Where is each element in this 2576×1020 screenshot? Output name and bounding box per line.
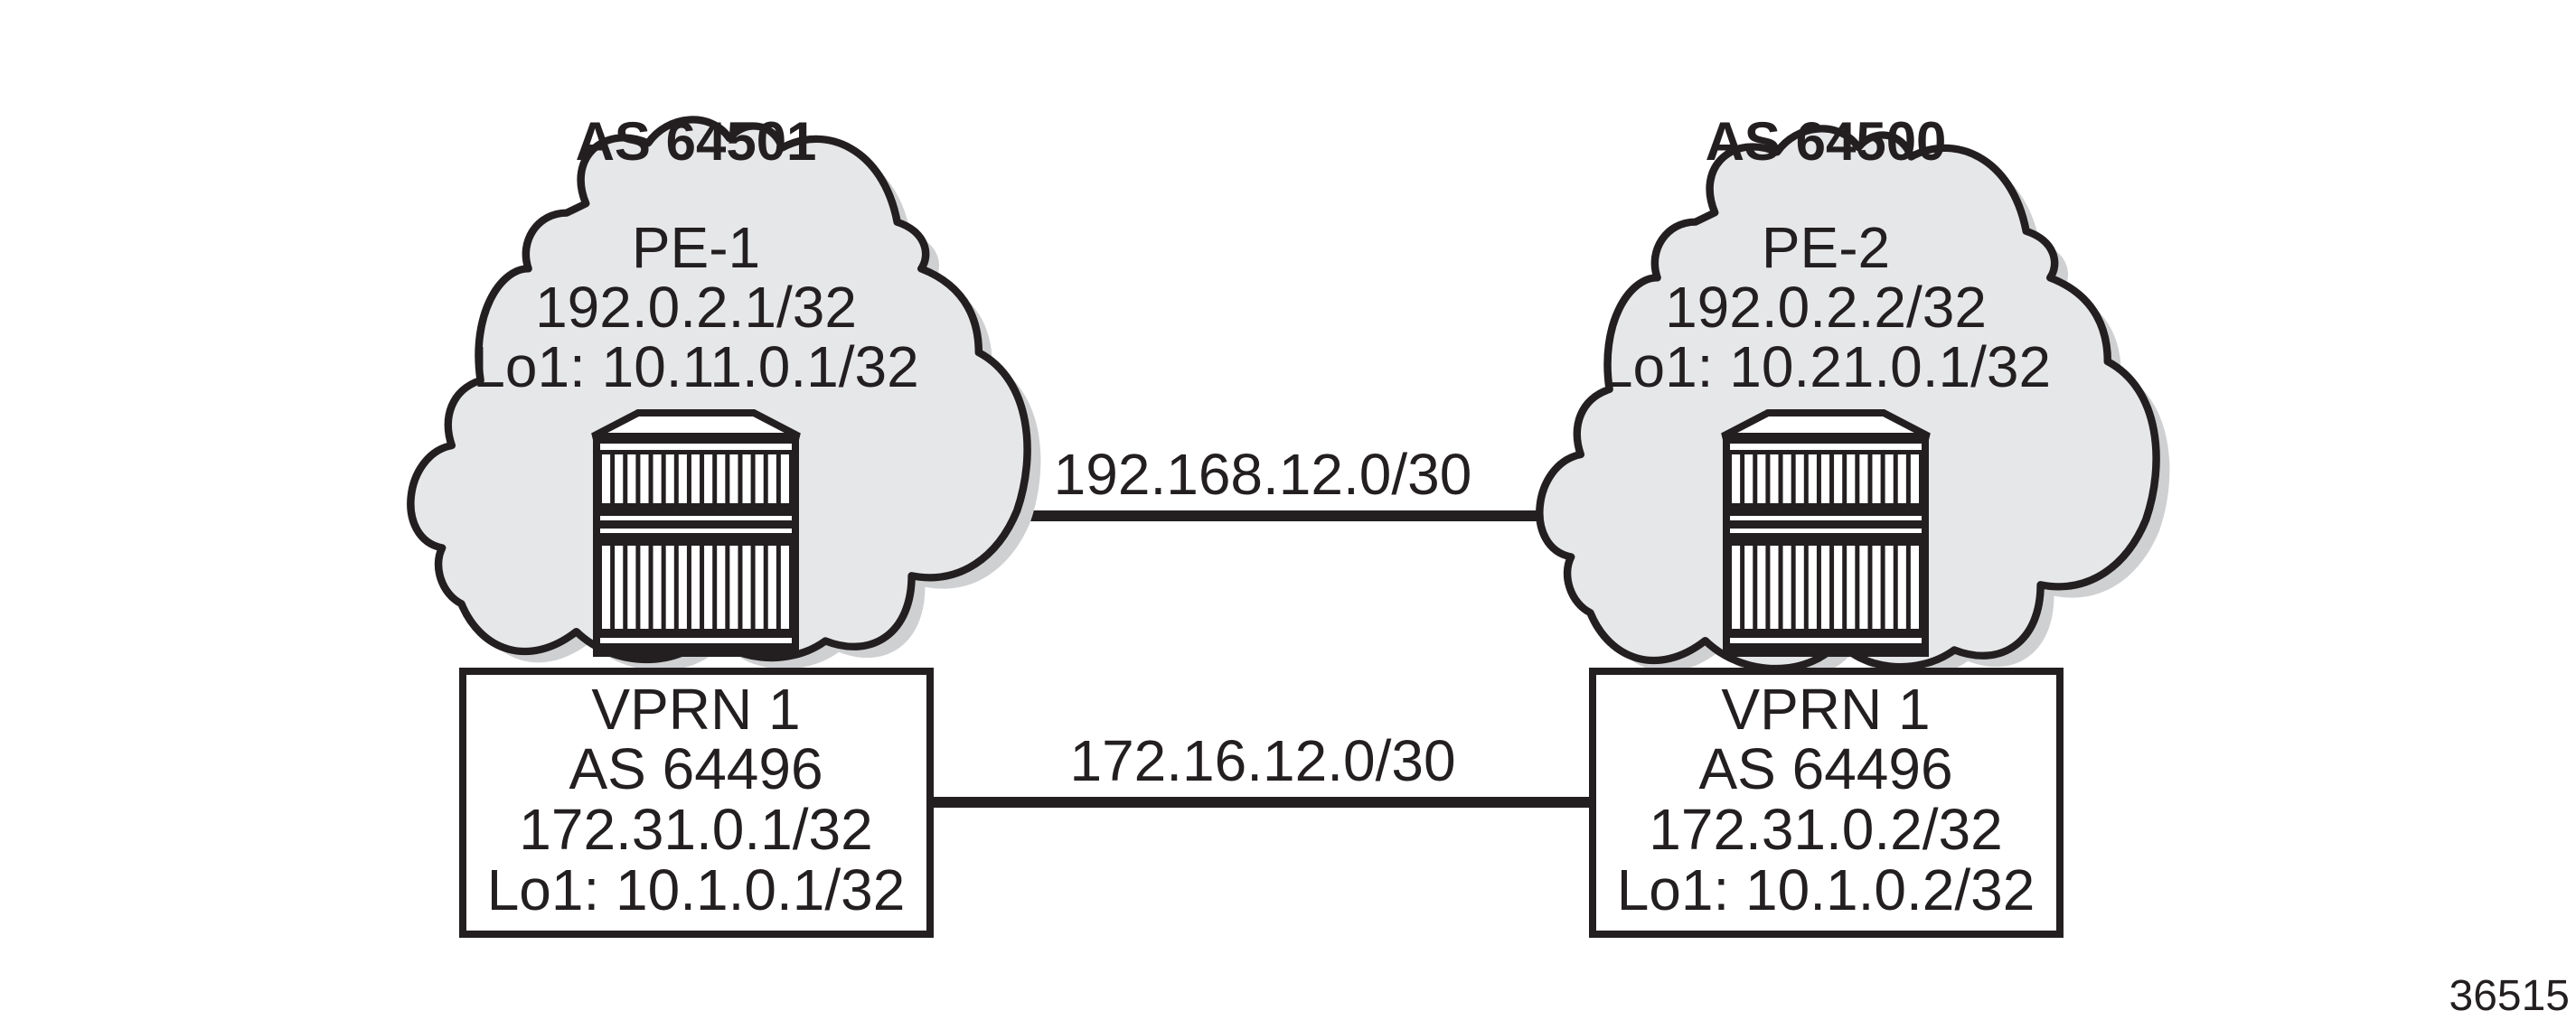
router-slot	[1820, 546, 1830, 629]
router-slot	[1808, 546, 1817, 629]
router-slot	[1808, 454, 1817, 503]
router-slot	[678, 546, 687, 629]
core-link-label: 192.168.12.0/30	[1054, 442, 1472, 507]
router-slot	[1834, 454, 1843, 503]
as-label: AS 64501	[576, 111, 817, 172]
router-slot	[780, 454, 789, 503]
router-slot	[717, 454, 726, 503]
router-slot	[755, 546, 764, 629]
vprn-box-left: VPRN 1 AS 64496 172.31.0.1/32 Lo1: 10.1.…	[459, 668, 934, 938]
router-slot	[653, 454, 662, 503]
router-slot	[729, 454, 738, 503]
vprn-address: 172.31.0.1/32	[519, 797, 872, 862]
router-slot	[615, 454, 624, 503]
router-band	[600, 444, 792, 450]
router-slot	[627, 454, 636, 503]
as-cloud-left: AS 64501 PE-1 192.0.2.1/32 Lo1: 10.11.0.…	[410, 111, 1041, 671]
vprn-name: VPRN 1	[1721, 677, 1930, 742]
router-slot	[1782, 454, 1791, 503]
router-slot	[1885, 546, 1894, 629]
vprn-address: 172.31.0.2/32	[1649, 797, 2002, 862]
router-slot	[704, 546, 713, 629]
router-slot	[1782, 546, 1791, 629]
as-label: AS 64500	[1706, 111, 1947, 172]
vprn-loopback: Lo1: 10.1.0.2/32	[1617, 857, 2035, 922]
router-slot	[780, 546, 789, 629]
vprn-as-label: AS 64496	[1698, 736, 1952, 801]
router-slot	[691, 454, 700, 503]
router-slot	[1847, 546, 1856, 629]
vprn-as-label: AS 64496	[569, 736, 823, 801]
router-slot	[602, 454, 611, 503]
system-address: 192.0.2.1/32	[535, 275, 857, 340]
router-slot	[602, 546, 611, 629]
router-slot	[691, 546, 700, 629]
as-cloud-right: AS 64500 PE-2 192.0.2.2/32 Lo1: 10.21.0.…	[1539, 111, 2170, 680]
router-slot	[755, 454, 764, 503]
router-slot	[1897, 454, 1906, 503]
router-band	[600, 529, 792, 533]
router-slot	[717, 546, 726, 629]
router-slot	[1885, 454, 1894, 503]
router-name: PE-2	[1762, 215, 1890, 280]
router-slot	[1744, 454, 1753, 503]
router-slot	[1757, 546, 1766, 629]
router-slot	[1847, 454, 1856, 503]
router-slot	[1744, 546, 1753, 629]
router-slot	[1770, 454, 1779, 503]
router-slot	[729, 546, 738, 629]
router-band	[1730, 638, 1922, 643]
vprn-box-frame	[459, 668, 934, 938]
router-name: PE-1	[632, 215, 760, 280]
router-slot	[1732, 546, 1741, 629]
router-slot	[1820, 454, 1830, 503]
router-slot	[1834, 546, 1843, 629]
router-slot	[640, 546, 649, 629]
router-band	[600, 638, 792, 643]
router-band	[1730, 516, 1922, 520]
vprn-box-right: VPRN 1 AS 64496 172.31.0.2/32 Lo1: 10.1.…	[1589, 668, 2064, 938]
vprn-loopback: Lo1: 10.1.0.1/32	[487, 857, 906, 922]
router-slot	[627, 546, 636, 629]
router-slot	[1795, 454, 1804, 503]
router-slot	[678, 454, 687, 503]
router-slot	[1757, 454, 1766, 503]
router-slot	[742, 454, 751, 503]
figure-number: 36515	[2449, 972, 2570, 1020]
router-band	[1730, 444, 1922, 450]
loopback-address: Lo1: 10.11.0.1/32	[473, 334, 918, 399]
router-icon	[1721, 409, 1931, 657]
router-slot	[665, 546, 674, 629]
router-slot	[742, 546, 751, 629]
router-slot	[1859, 454, 1868, 503]
router-icon	[591, 409, 801, 657]
vprn-name: VPRN 1	[591, 677, 800, 742]
router-slot	[615, 546, 624, 629]
router-slot	[1795, 546, 1804, 629]
system-address: 192.0.2.2/32	[1665, 275, 1987, 340]
vprn-box-frame	[1589, 668, 2064, 938]
router-slot	[767, 546, 776, 629]
router-lid	[591, 409, 801, 440]
router-slot	[640, 454, 649, 503]
router-slot	[1872, 454, 1881, 503]
router-slot	[767, 454, 776, 503]
router-band	[1730, 529, 1922, 533]
router-band	[600, 516, 792, 520]
loopback-address: Lo1: 10.21.0.1/32	[1601, 334, 2051, 399]
router-slot	[653, 546, 662, 629]
router-slot	[1859, 546, 1868, 629]
router-slot	[1872, 546, 1881, 629]
router-slot	[1770, 546, 1779, 629]
router-slot	[1910, 454, 1919, 503]
router-slot	[1910, 546, 1919, 629]
router-slot	[704, 454, 713, 503]
router-slot	[1732, 454, 1741, 503]
vprn-link-label: 172.16.12.0/30	[1069, 728, 1455, 793]
router-slot	[1897, 546, 1906, 629]
router-lid	[1721, 409, 1931, 440]
router-slot	[665, 454, 674, 503]
